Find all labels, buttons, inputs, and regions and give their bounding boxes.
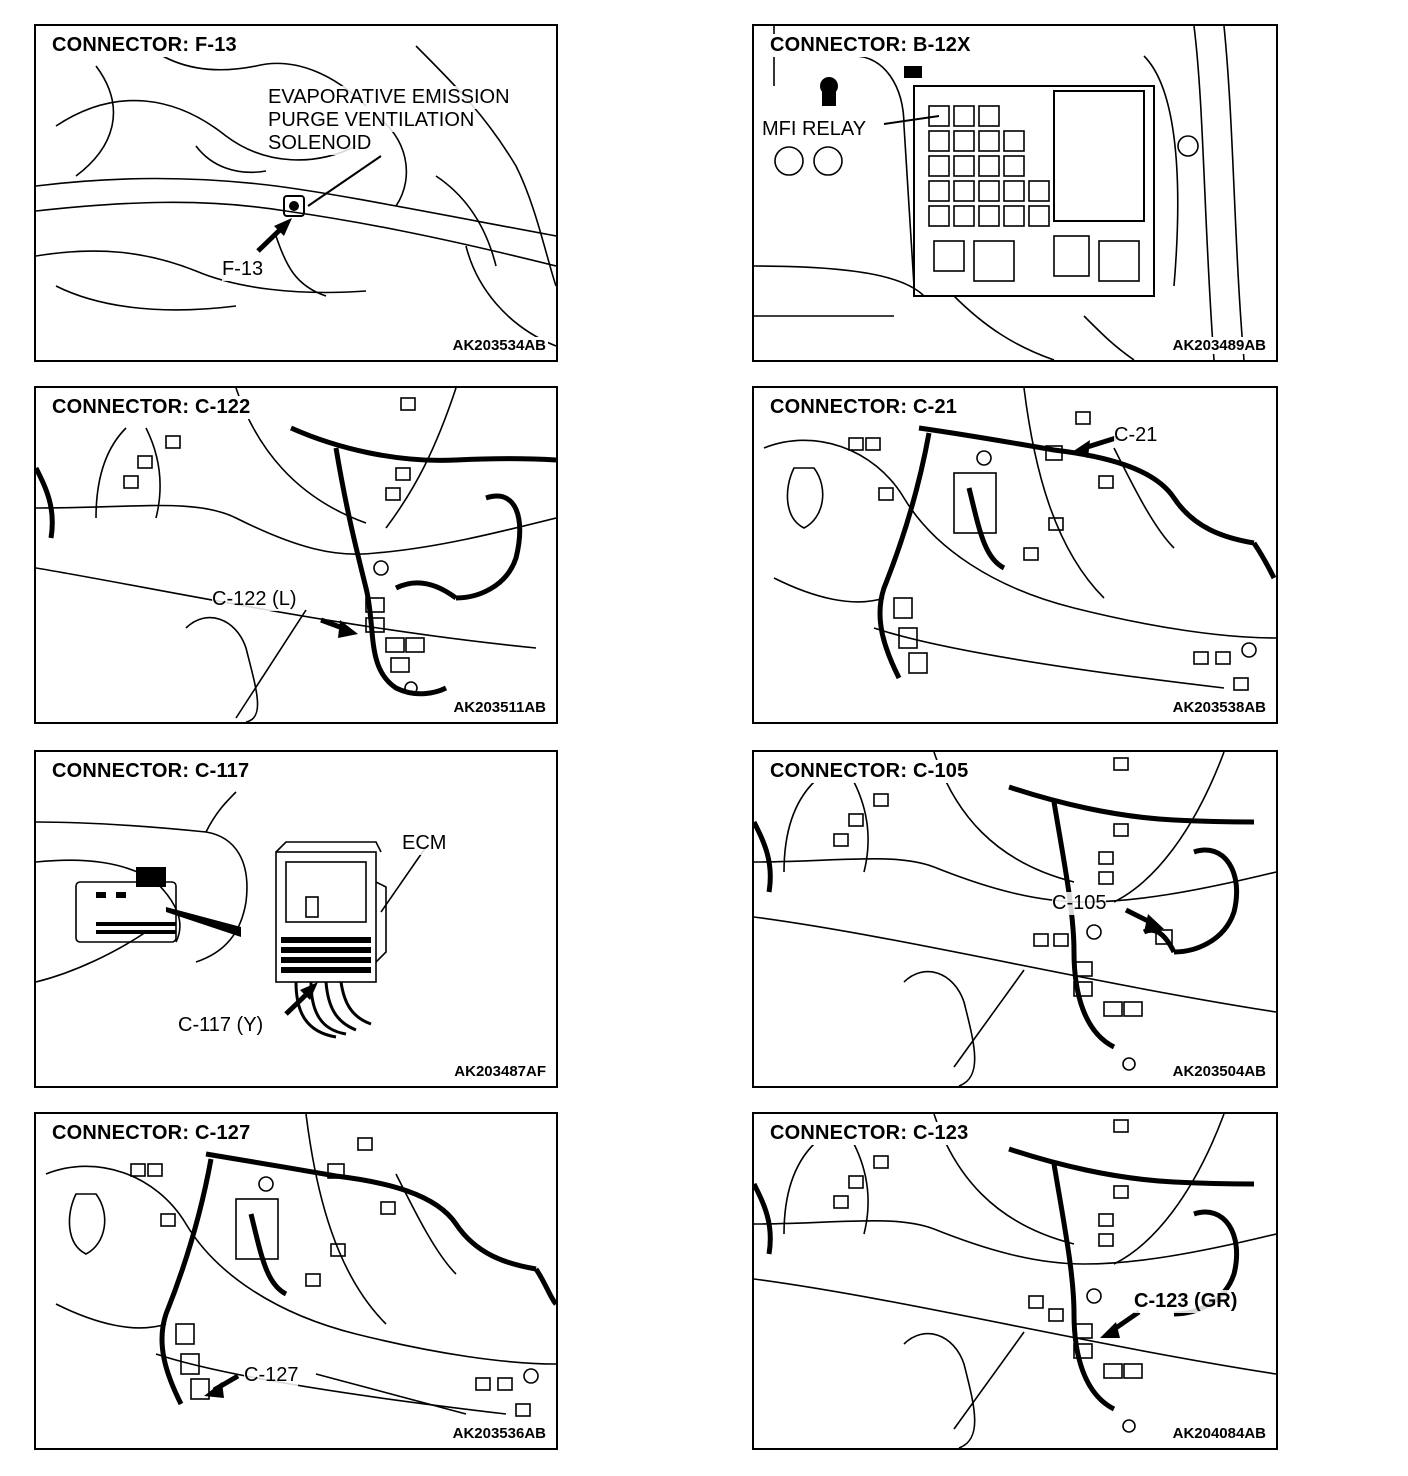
panel-title: CONNECTOR: F-13 [50, 34, 239, 57]
panel-connector-f13: CONNECTOR: F-13 EVAPORATIVE EMISSION PUR… [34, 24, 558, 362]
panel-connector-b12x: CONNECTOR: B-12X MFI RELAY AK203489AB [752, 24, 1278, 362]
panel-title: CONNECTOR: B-12X [768, 34, 973, 57]
figure-code: AK203504AB [1170, 1063, 1268, 1080]
illustration-f13 [36, 35, 556, 347]
panel-connector-c127: CONNECTOR: C-127 C-127 AK203536AB [34, 1112, 558, 1450]
callout-label: C-127 [244, 1364, 299, 1387]
figure-code: AK204084AB [1170, 1425, 1268, 1442]
callout-label: ECM [402, 832, 447, 855]
panel-connector-c123: CONNECTOR: C-123 C-123 (GR) AK204084AB [752, 1112, 1278, 1450]
callout-label: C-21 [1114, 424, 1158, 447]
panel-title: CONNECTOR: C-117 [50, 760, 252, 783]
panel-title: CONNECTOR: C-105 [768, 760, 971, 783]
illustration-c105 [754, 752, 1276, 1086]
callout-label: C-105 [1052, 892, 1107, 915]
callout-label: EVAPORATIVE EMISSION [268, 86, 510, 109]
panel-title: CONNECTOR: C-123 [768, 1122, 971, 1145]
panel-connector-c105: CONNECTOR: C-105 C-105 AK203504AB [752, 750, 1278, 1088]
callout-label: PURGE VENTILATION [268, 109, 475, 132]
panel-title: CONNECTOR: C-21 [768, 396, 960, 419]
illustration-c127 [45, 1114, 556, 1417]
figure-code: AK203489AB [1170, 337, 1268, 354]
panel-connector-c122: CONNECTOR: C-122 C-122 (L) AK203511AB [34, 386, 558, 724]
panel-connector-c117: CONNECTOR: C-117 ECM C-117 (Y) AK203487A… [34, 750, 558, 1088]
panel-title: CONNECTOR: C-127 [50, 1122, 253, 1145]
illustration-c122 [36, 388, 556, 722]
illustration-b12x [754, 26, 1245, 360]
figure-code: AK203487AF [452, 1063, 548, 1080]
panel-title: CONNECTOR: C-122 [50, 396, 253, 419]
illustration-c117 [36, 791, 427, 1039]
illustration-c123 [754, 1114, 1276, 1448]
illustration-c21 [763, 388, 1276, 691]
callout-label: C-117 (Y) [178, 1014, 264, 1037]
figure-code: AK203536AB [450, 1425, 548, 1442]
figure-code: AK203511AB [451, 699, 548, 716]
callout-label: SOLENOID [268, 132, 372, 155]
figure-code: AK203534AB [450, 337, 548, 354]
callout-label: C-123 (GR) [1134, 1290, 1238, 1313]
panel-connector-c21: CONNECTOR: C-21 C-21 AK203538AB [752, 386, 1278, 724]
callout-label: C-122 (L) [212, 588, 297, 611]
figure-code: AK203538AB [1170, 699, 1268, 716]
callout-label: MFI RELAY [762, 118, 867, 141]
callout-label: F-13 [222, 258, 264, 281]
